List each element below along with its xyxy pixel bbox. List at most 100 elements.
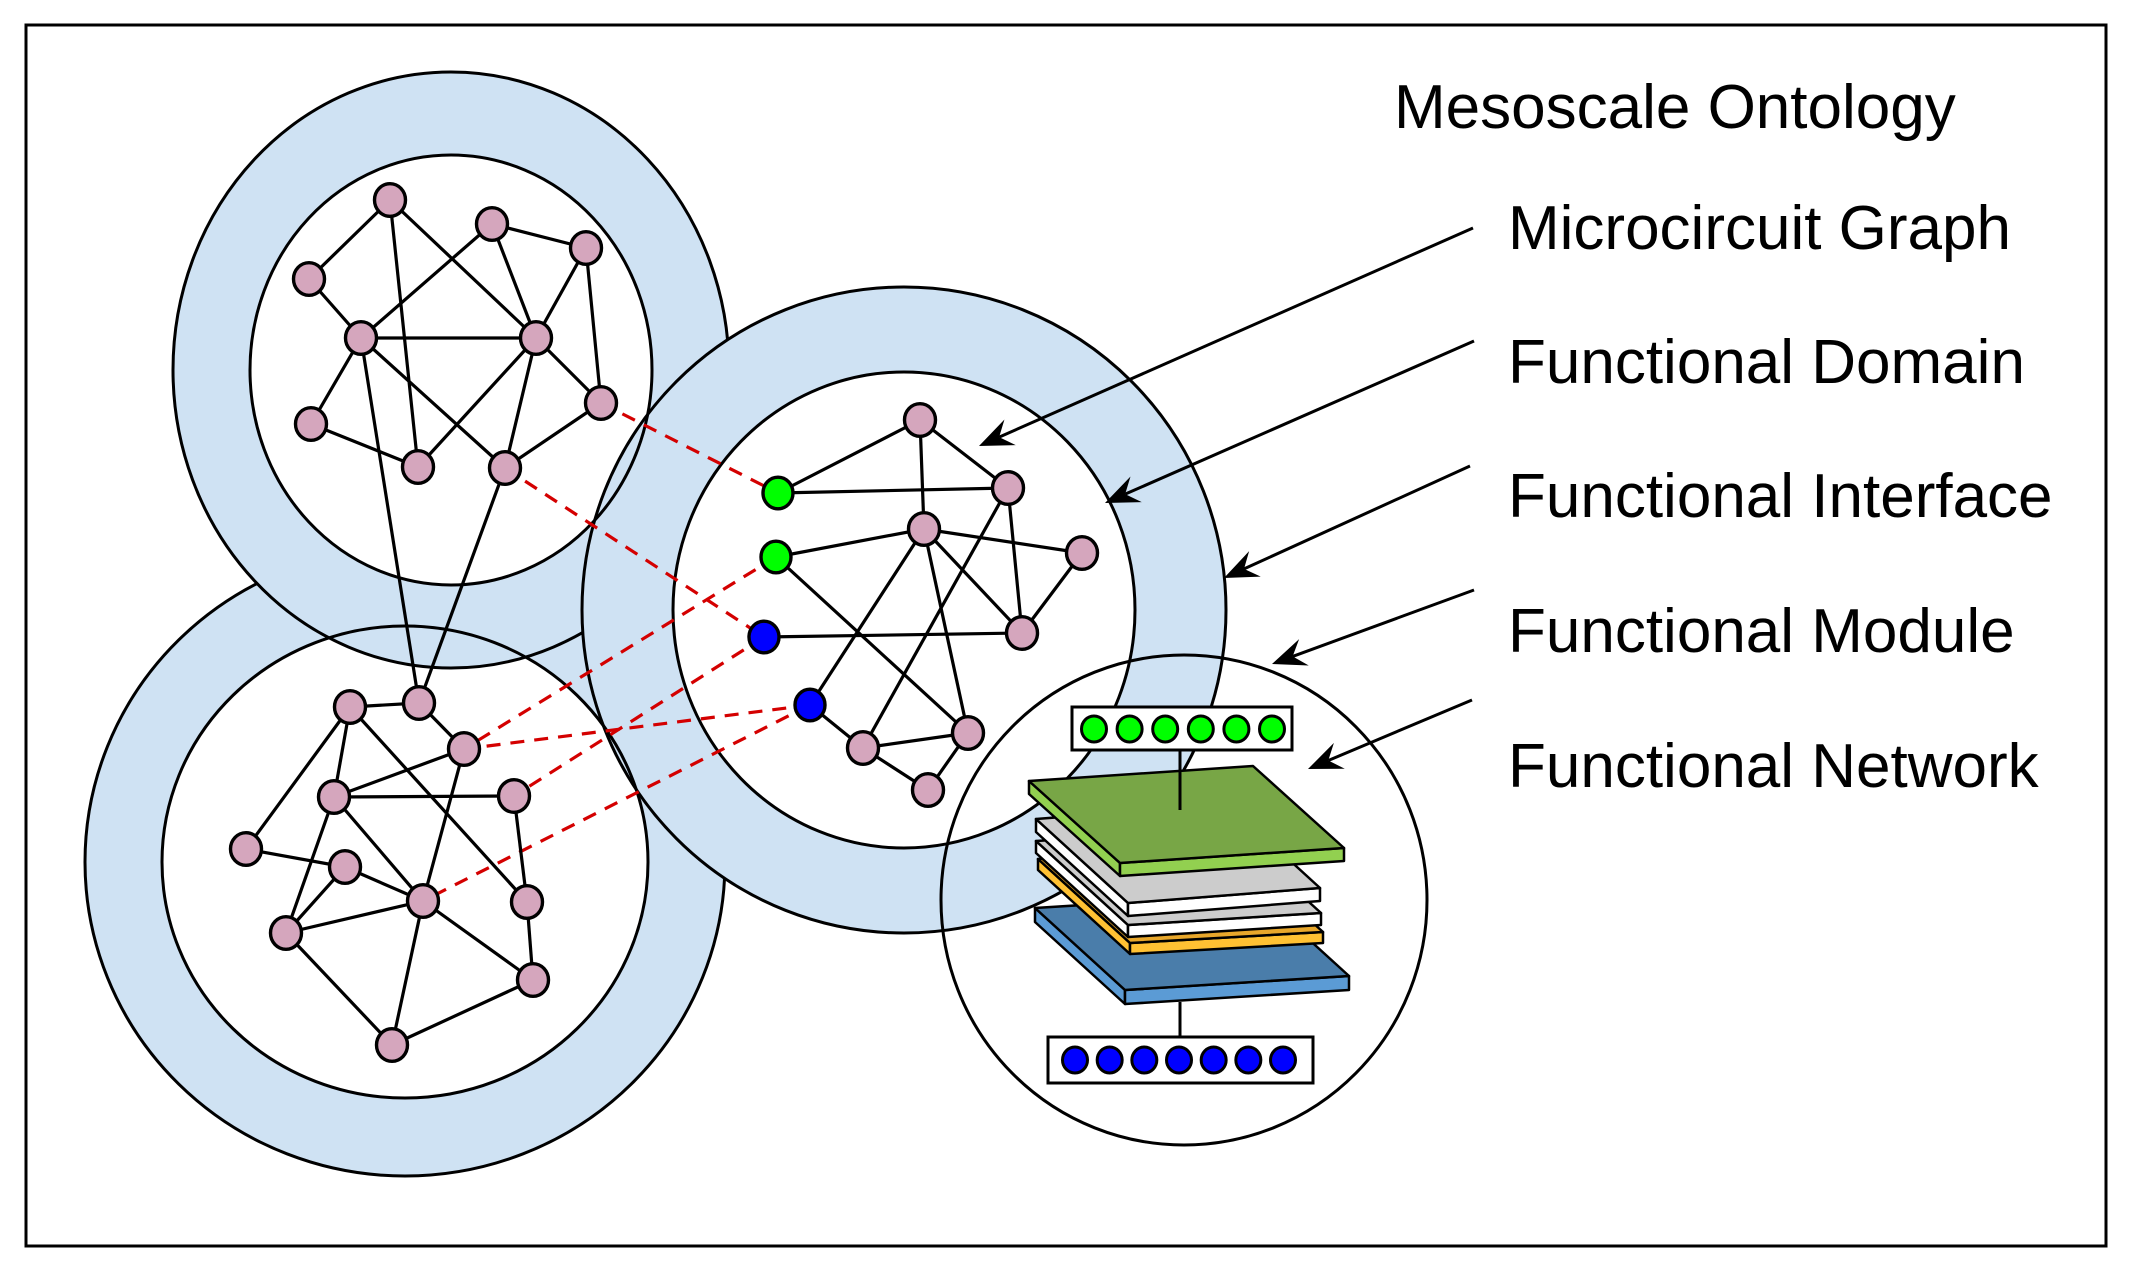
interface-link-in2-p3 — [463, 555, 777, 751]
edge-c_mid-out2 — [808, 528, 926, 706]
functional-module-boundary — [939, 653, 1429, 1147]
arrow-head-icon-functional-module — [1272, 639, 1309, 666]
neuron-node-c — [568, 229, 604, 266]
edge-c-g — [584, 247, 603, 404]
edge-p4-p10 — [284, 796, 336, 934]
output-unit — [1269, 1045, 1297, 1075]
neuron-node-p1 — [332, 689, 368, 726]
neuron-node-c_fr — [1064, 535, 1100, 572]
graph-edges — [244, 198, 1084, 1047]
edge-p11-p12 — [391, 978, 534, 1047]
edge-c_mid-c_br — [922, 528, 970, 734]
edge-e-j — [359, 336, 507, 470]
label-functional-domain: Functional Domain — [1508, 328, 2025, 397]
neuron-node-c_rm — [1004, 615, 1040, 652]
edge-c_top-in1 — [777, 418, 921, 495]
edge-p4-p8 — [332, 795, 425, 903]
output-unit — [1130, 1045, 1159, 1075]
edge-c_mid-c_rm — [922, 527, 1024, 635]
neuron-node-i — [400, 449, 436, 486]
edge-in1-c_rt — [777, 486, 1009, 495]
neuron-node-c_bl — [845, 730, 881, 767]
output-node-out2 — [793, 687, 827, 723]
interface-link-j-out1 — [504, 466, 765, 639]
functional-domain-boundary-top-left — [248, 153, 654, 587]
edge-p3-p8 — [421, 748, 466, 902]
neuron-node-a — [372, 181, 408, 218]
functional-domain-fill-center — [673, 372, 1135, 848]
edge-p1-p9 — [348, 705, 529, 904]
input-unit — [1258, 714, 1286, 744]
edge-p1-p6 — [244, 706, 352, 850]
arrow-line-functional-interface — [1243, 464, 1471, 571]
neuron-node-p7 — [327, 849, 363, 886]
input-unit-box — [1070, 705, 1294, 752]
neuron-node-p4 — [316, 779, 352, 816]
label-functional-network: Functional Network — [1508, 732, 2040, 801]
layer-input-top-face — [1027, 764, 1346, 865]
neuron-node-c_top — [902, 402, 938, 439]
input-unit — [1151, 714, 1180, 744]
edge-p4-p5 — [333, 794, 515, 799]
neuron-node-p8 — [405, 883, 441, 920]
edge-in2-c_mid — [775, 527, 925, 559]
output-node-out1 — [747, 619, 781, 655]
neuron-node-j — [487, 450, 523, 487]
output-unit — [1199, 1045, 1228, 1075]
edge-g-j — [504, 401, 602, 470]
arrow-line-microcircuit-graph — [998, 226, 1474, 439]
edge-b-e — [359, 222, 494, 340]
input-unit — [1222, 714, 1251, 744]
neuron-node-f — [518, 320, 554, 357]
neuron-node-p12 — [374, 1026, 410, 1063]
neuron-node-c_br — [950, 715, 986, 752]
interface-links — [422, 401, 811, 903]
layer-input — [1027, 764, 1346, 878]
arrow-line-functional-module — [1292, 588, 1475, 658]
cross-module-edge-j-p2 — [417, 467, 507, 704]
edge-c_mid-c_fr — [923, 527, 1083, 555]
edge-a-i — [388, 199, 420, 468]
arrow-line-functional-network — [1327, 698, 1473, 762]
edge-in2-c_br — [774, 555, 970, 735]
edge-out1-c_rm — [763, 631, 1023, 639]
edge-c_top-c_rt — [919, 418, 1009, 490]
functional-domain-fill-top-left — [250, 155, 652, 585]
edge-p10-p12 — [284, 931, 394, 1047]
neuron-node-p2 — [401, 685, 437, 722]
output-unit — [1095, 1045, 1124, 1075]
output-unit — [1234, 1045, 1263, 1075]
neuron-node-p11 — [515, 962, 551, 999]
functional-network-stack — [1027, 705, 1351, 1085]
output-unit — [1061, 1045, 1089, 1075]
edge-p3-p4 — [333, 747, 465, 799]
neuron-node-c_mid — [906, 511, 942, 548]
neuron-node-p6 — [228, 831, 264, 868]
interface-link-out2-p3 — [463, 703, 811, 751]
domain-boundaries — [160, 153, 1137, 1100]
diagram-title: Mesoscale Ontology — [1394, 73, 1956, 142]
neuron-node-g — [583, 385, 619, 422]
arrow-head-icon-microcircuit-graph — [979, 419, 1016, 446]
edge-f-i — [416, 336, 538, 469]
edge-h-i — [310, 422, 419, 469]
edge-b-f — [490, 223, 538, 339]
arrow-head-icon-functional-interface — [1224, 551, 1261, 578]
arrow-head-icon-functional-network — [1308, 742, 1345, 769]
edge-c_rt-c_rm — [1006, 487, 1024, 634]
neuron-node-e — [343, 320, 379, 357]
cross-module-edge-e-p2 — [359, 337, 421, 704]
output-unit — [1165, 1045, 1193, 1075]
neuron-node-p9 — [509, 884, 545, 921]
label-functional-interface: Functional Interface — [1508, 462, 2053, 531]
neuron-node-p3 — [446, 731, 482, 768]
label-arrows — [979, 226, 1475, 769]
interface-link-out2-p8 — [422, 703, 811, 903]
interface-link-out1-p5 — [513, 635, 765, 798]
interface-link-g-in1 — [600, 401, 779, 495]
input-node-in2 — [759, 539, 793, 575]
edge-f-j — [503, 337, 538, 469]
edge-c_rt-c_bl — [861, 487, 1010, 749]
label-functional-module: Functional Module — [1508, 597, 2015, 666]
